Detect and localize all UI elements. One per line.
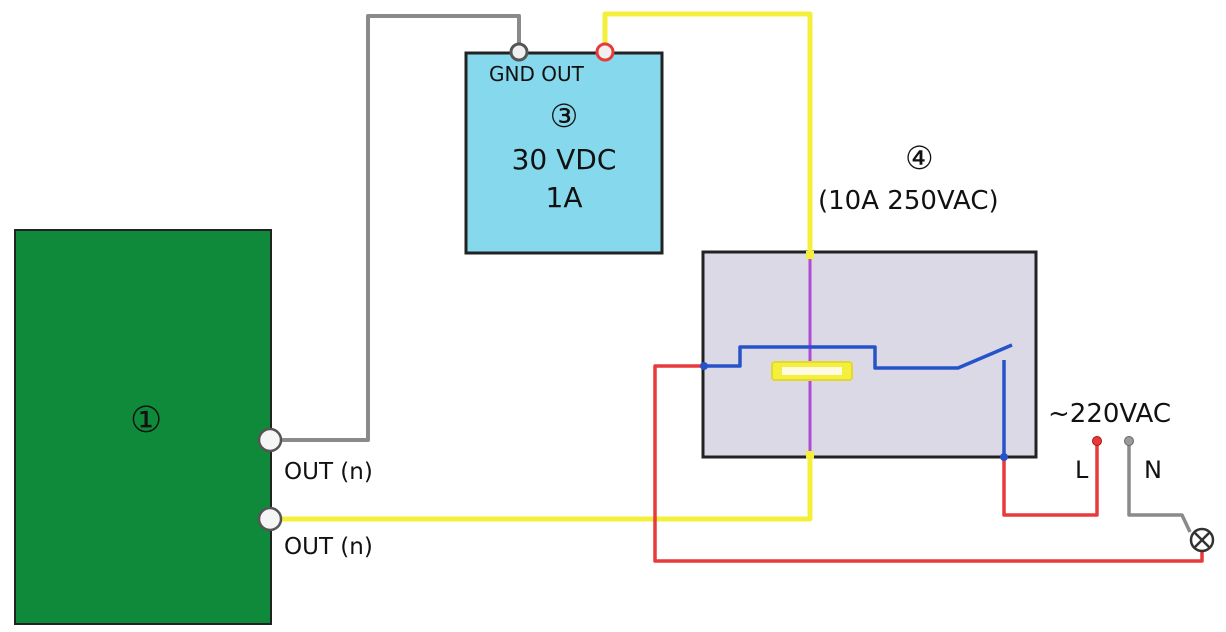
psu-voltage: 30 VDC <box>511 143 617 176</box>
power-supply-block <box>464 51 664 255</box>
red-wire-load <box>653 364 1204 563</box>
relay-contact-out-dot <box>1000 453 1008 461</box>
relay-rating: (10A 250VAC) <box>818 186 999 216</box>
relay-block <box>701 250 1038 459</box>
mains-neutral-terminal[interactable] <box>1124 436 1134 446</box>
relay-coil-bottom-junction <box>806 451 814 459</box>
psu-out-terminal[interactable] <box>595 42 615 62</box>
relay-coil-top-junction <box>806 251 814 259</box>
controller-out-label-1: OUT (n) <box>284 459 373 485</box>
relay-marker: ④ <box>905 139 934 177</box>
controller-out-label-2: OUT (n) <box>284 534 373 560</box>
yellow-wire-controller-out <box>272 455 813 522</box>
relay-coil-core <box>782 367 842 375</box>
mains-line-terminal[interactable] <box>1092 436 1102 446</box>
controller-out-terminal-2[interactable] <box>257 506 283 532</box>
psu-marker: ③ <box>549 97 579 135</box>
relay-contact-in-dot <box>700 362 708 370</box>
gray-wire-gnd <box>272 14 521 442</box>
controller-out-terminal-1[interactable] <box>257 427 283 453</box>
psu-terminal-labels: GND OUT <box>489 62 584 86</box>
gray-wire-neutral <box>1127 443 1192 533</box>
yellow-wire-psu-out <box>602 11 813 255</box>
lamp-icon <box>1189 527 1215 553</box>
psu-gnd-terminal[interactable] <box>509 42 529 62</box>
controller-marker: ① <box>130 400 163 441</box>
mains-neutral-label: N <box>1144 456 1162 484</box>
psu-current: 1A <box>545 181 583 214</box>
relay-contact-path <box>704 343 1013 370</box>
red-wire-line <box>1002 443 1099 517</box>
mains-voltage-label: ~220VAC <box>1048 399 1172 429</box>
controller-block <box>14 229 272 625</box>
mains-line-label: L <box>1075 456 1089 484</box>
